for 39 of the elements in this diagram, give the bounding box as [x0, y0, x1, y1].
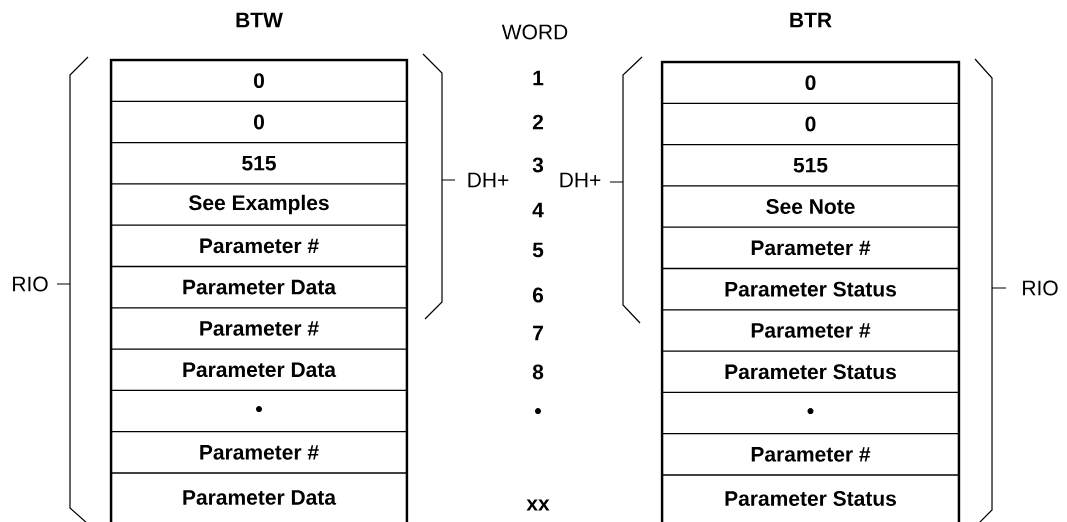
label: 4 — [532, 202, 544, 218]
label: RIO — [1023, 280, 1058, 296]
table-cell: Parameter Data — [183, 279, 337, 295]
table-cell: • — [256, 406, 262, 413]
label: 1 — [533, 70, 544, 86]
label: 3 — [532, 157, 544, 173]
label: RIO — [13, 276, 48, 292]
table-cell: Parameter # — [200, 238, 319, 254]
table-cell: Parameter Status — [725, 281, 896, 297]
label: xx — [526, 499, 550, 511]
table-cell: 0 — [805, 116, 816, 132]
label: 2 — [532, 114, 543, 130]
table-cell: Parameter # — [200, 321, 319, 336]
table-cell: See Examples — [189, 194, 329, 215]
table-cell: 0 — [254, 114, 264, 130]
label: 6 — [532, 287, 544, 303]
table-heading: BTR — [790, 12, 832, 28]
table-cell: Parameter Status — [725, 364, 896, 380]
label: DH+ — [560, 172, 601, 188]
label: DH+ — [468, 172, 509, 188]
table-cell: Parameter Data — [183, 490, 337, 505]
table-cell: • — [807, 408, 814, 415]
table-heading: BTW — [236, 12, 283, 28]
label: 7 — [533, 325, 543, 341]
table-cell: 515 — [793, 157, 828, 173]
table-cell: 0 — [254, 73, 264, 89]
table-cell: 515 — [242, 155, 276, 171]
label: • — [535, 408, 541, 415]
label: 5 — [532, 242, 544, 258]
table-cell: See Note — [766, 199, 855, 214]
table-cell: Parameter Status — [725, 491, 896, 506]
table-cell: Parameter # — [200, 445, 319, 460]
table-cell: Parameter Data — [183, 362, 337, 378]
table-cell: Parameter # — [751, 240, 871, 256]
table-cell: 0 — [805, 75, 816, 91]
label: WORD — [501, 24, 568, 40]
table-cell: Parameter # — [751, 323, 871, 338]
label: 8 — [532, 364, 544, 380]
table-cell: Parameter # — [751, 447, 871, 462]
